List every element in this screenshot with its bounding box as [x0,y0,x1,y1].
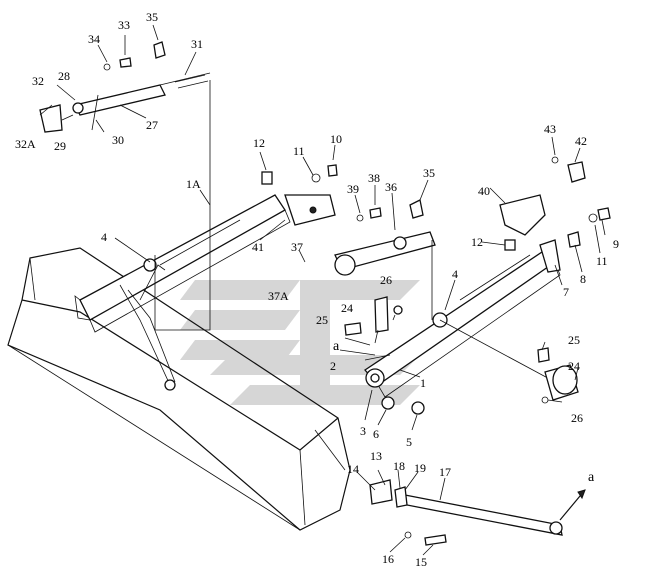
label-part-35-upper: 35 [146,10,158,24]
label-part-10: 10 [330,132,342,146]
label-part-36: 36 [385,180,397,194]
label-part-43: 43 [544,122,556,136]
reference-a-arrow: a [588,470,595,485]
label-part-14: 14 [347,462,359,476]
label-part-17: 17 [439,465,451,479]
label-part-40: 40 [478,184,490,198]
label-part-8: 8 [580,272,586,286]
label-part-13: 13 [370,449,382,463]
label-part-4-left: 4 [101,230,107,244]
label-part-35-middle: 35 [423,166,435,180]
cylinder-36 [334,199,436,320]
label-part-29: 29 [54,139,66,153]
label-part-37A: 37A [268,289,289,303]
label-part-31: 31 [191,37,203,51]
arm-left-1A [74,194,291,391]
arm-right-1 [364,239,561,398]
pin-24-right [537,347,579,404]
label-part-26-right: 26 [571,411,583,425]
label-part-6: 6 [373,427,379,441]
label-part-34: 34 [88,32,100,46]
label-part-38: 38 [368,171,380,185]
top-left-bar [39,41,211,331]
label-part-5: 5 [406,435,412,449]
label-part-32A: 32A [15,137,36,151]
label-part-27: 27 [146,118,158,132]
label-part-32: 32 [32,74,44,88]
link-17 [369,479,586,546]
blade [7,247,351,531]
reference-a-middle: a [333,339,340,354]
label-part-9: 9 [613,237,619,251]
label-part-12-right: 12 [471,235,483,249]
right-bracket-parts [499,156,611,251]
label-part-25-middle: 25 [316,313,328,327]
label-part-41: 41 [252,240,264,254]
label-part-16: 16 [382,552,394,566]
label-part-1A: 1A [186,177,201,191]
bracket-41 [261,164,338,226]
label-part-12-upper: 12 [253,136,265,150]
label-part-24-middle: 24 [341,301,353,315]
leader-lines [39,24,606,556]
label-part-7: 7 [563,285,569,299]
label-part-39: 39 [347,182,359,196]
label-part-37: 37 [291,240,303,254]
label-part-42: 42 [575,134,587,148]
label-part-3: 3 [360,424,366,438]
label-part-15: 15 [415,555,427,569]
label-part-2: 2 [330,359,336,373]
label-part-28: 28 [58,69,70,83]
label-part-30: 30 [112,133,124,147]
label-part-11-upper: 11 [293,144,305,158]
label-part-25-right: 25 [568,333,580,347]
label-part-18: 18 [393,459,405,473]
label-part-26-middle: 26 [380,273,392,287]
label-part-1: 1 [420,376,426,390]
label-part-11-right: 11 [596,254,608,268]
label-part-33: 33 [118,18,130,32]
label-part-4-right: 4 [452,267,458,281]
label-part-19: 19 [414,461,426,475]
label-part-24-right: 24 [568,359,580,373]
